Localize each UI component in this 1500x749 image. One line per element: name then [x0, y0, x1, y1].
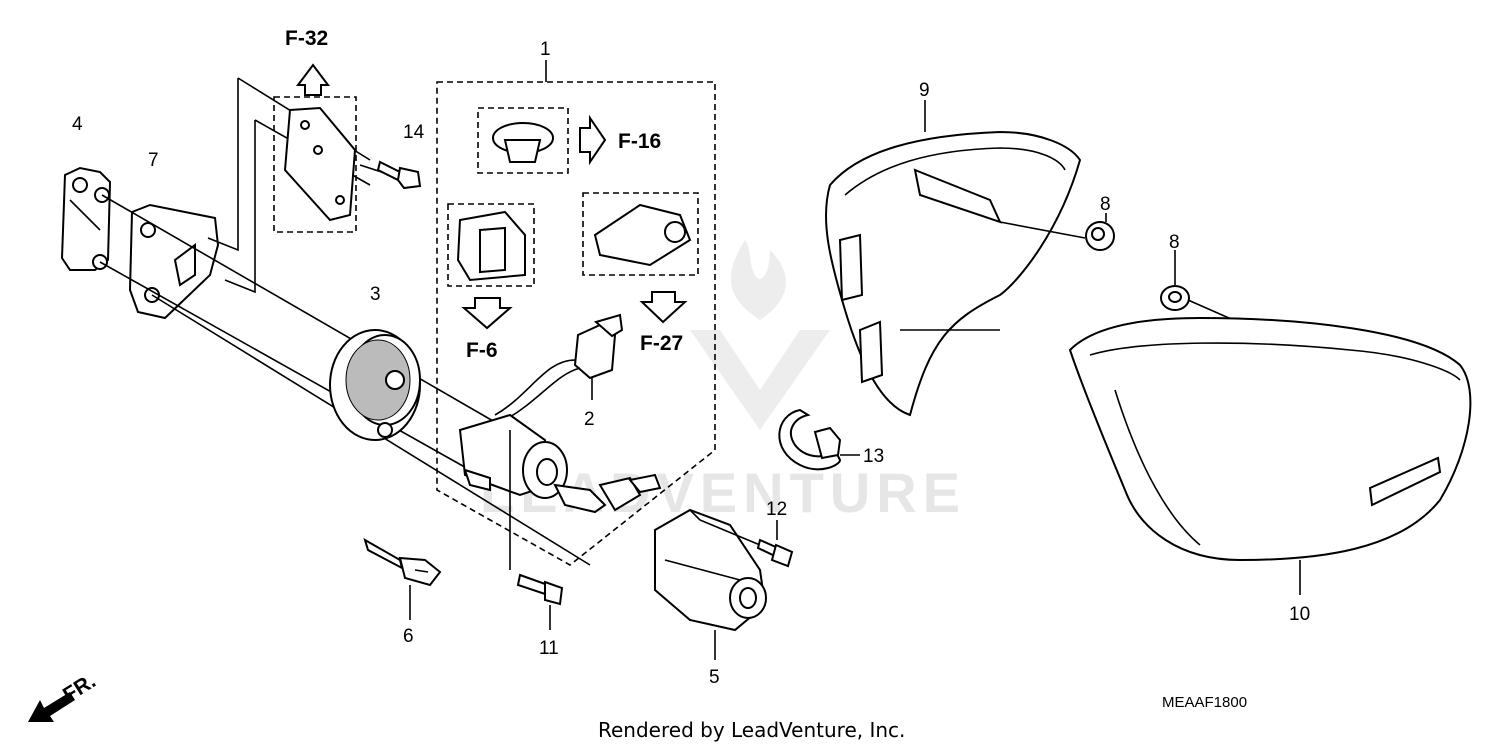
f27-reference: F-27 [582, 192, 699, 355]
watermark-logo [690, 240, 830, 430]
ref-f27: F-27 [640, 332, 683, 355]
part-6-key [363, 537, 442, 620]
callout-8a: 8 [1100, 194, 1111, 215]
ref-f32: F-32 [285, 27, 328, 50]
render-credit: Rendered by LeadVenture, Inc. [598, 718, 905, 742]
part-14-bolt [376, 160, 422, 190]
callout-5: 5 [709, 667, 720, 688]
callout-2: 2 [584, 409, 595, 430]
callout-10: 10 [1289, 604, 1310, 625]
callout-1: 1 [540, 39, 551, 60]
callout-14: 14 [403, 122, 425, 143]
front-direction-arrow: FR. [28, 670, 100, 722]
part-10-side-cover [1068, 316, 1472, 595]
part-13-band [778, 408, 860, 471]
callout-11: 11 [539, 638, 559, 659]
part-8-grommet-a [999, 213, 1115, 251]
part-3-disc [329, 329, 421, 441]
part-1-outline [436, 81, 716, 566]
part-12-screw [699, 519, 794, 568]
part-2-connector [494, 313, 624, 421]
part-8-grommet-b [1160, 250, 1239, 323]
part-9-side-cover [825, 100, 1082, 417]
callout-6: 6 [403, 626, 414, 647]
callout-4: 4 [72, 114, 83, 135]
diagram-code: MEAAF1800 [1162, 694, 1247, 711]
part-7-plate [128, 203, 220, 320]
callout-13: 13 [863, 446, 884, 467]
f6-reference: F-6 [447, 203, 535, 362]
f32-reference: F-32 [273, 27, 357, 233]
f16-reference: F-16 [477, 107, 661, 174]
callout-3: 3 [370, 284, 381, 305]
callout-9: 9 [919, 80, 930, 101]
callout-12: 12 [766, 499, 787, 520]
callout-7: 7 [148, 150, 159, 171]
ignition-switch [458, 413, 662, 514]
part-5-cover [654, 508, 767, 660]
ref-f6: F-6 [466, 339, 498, 362]
part-11-bolt [509, 430, 564, 630]
callout-8b: 8 [1169, 232, 1180, 253]
part-4-bracket [60, 166, 112, 271]
ref-f16: F-16 [618, 130, 661, 153]
